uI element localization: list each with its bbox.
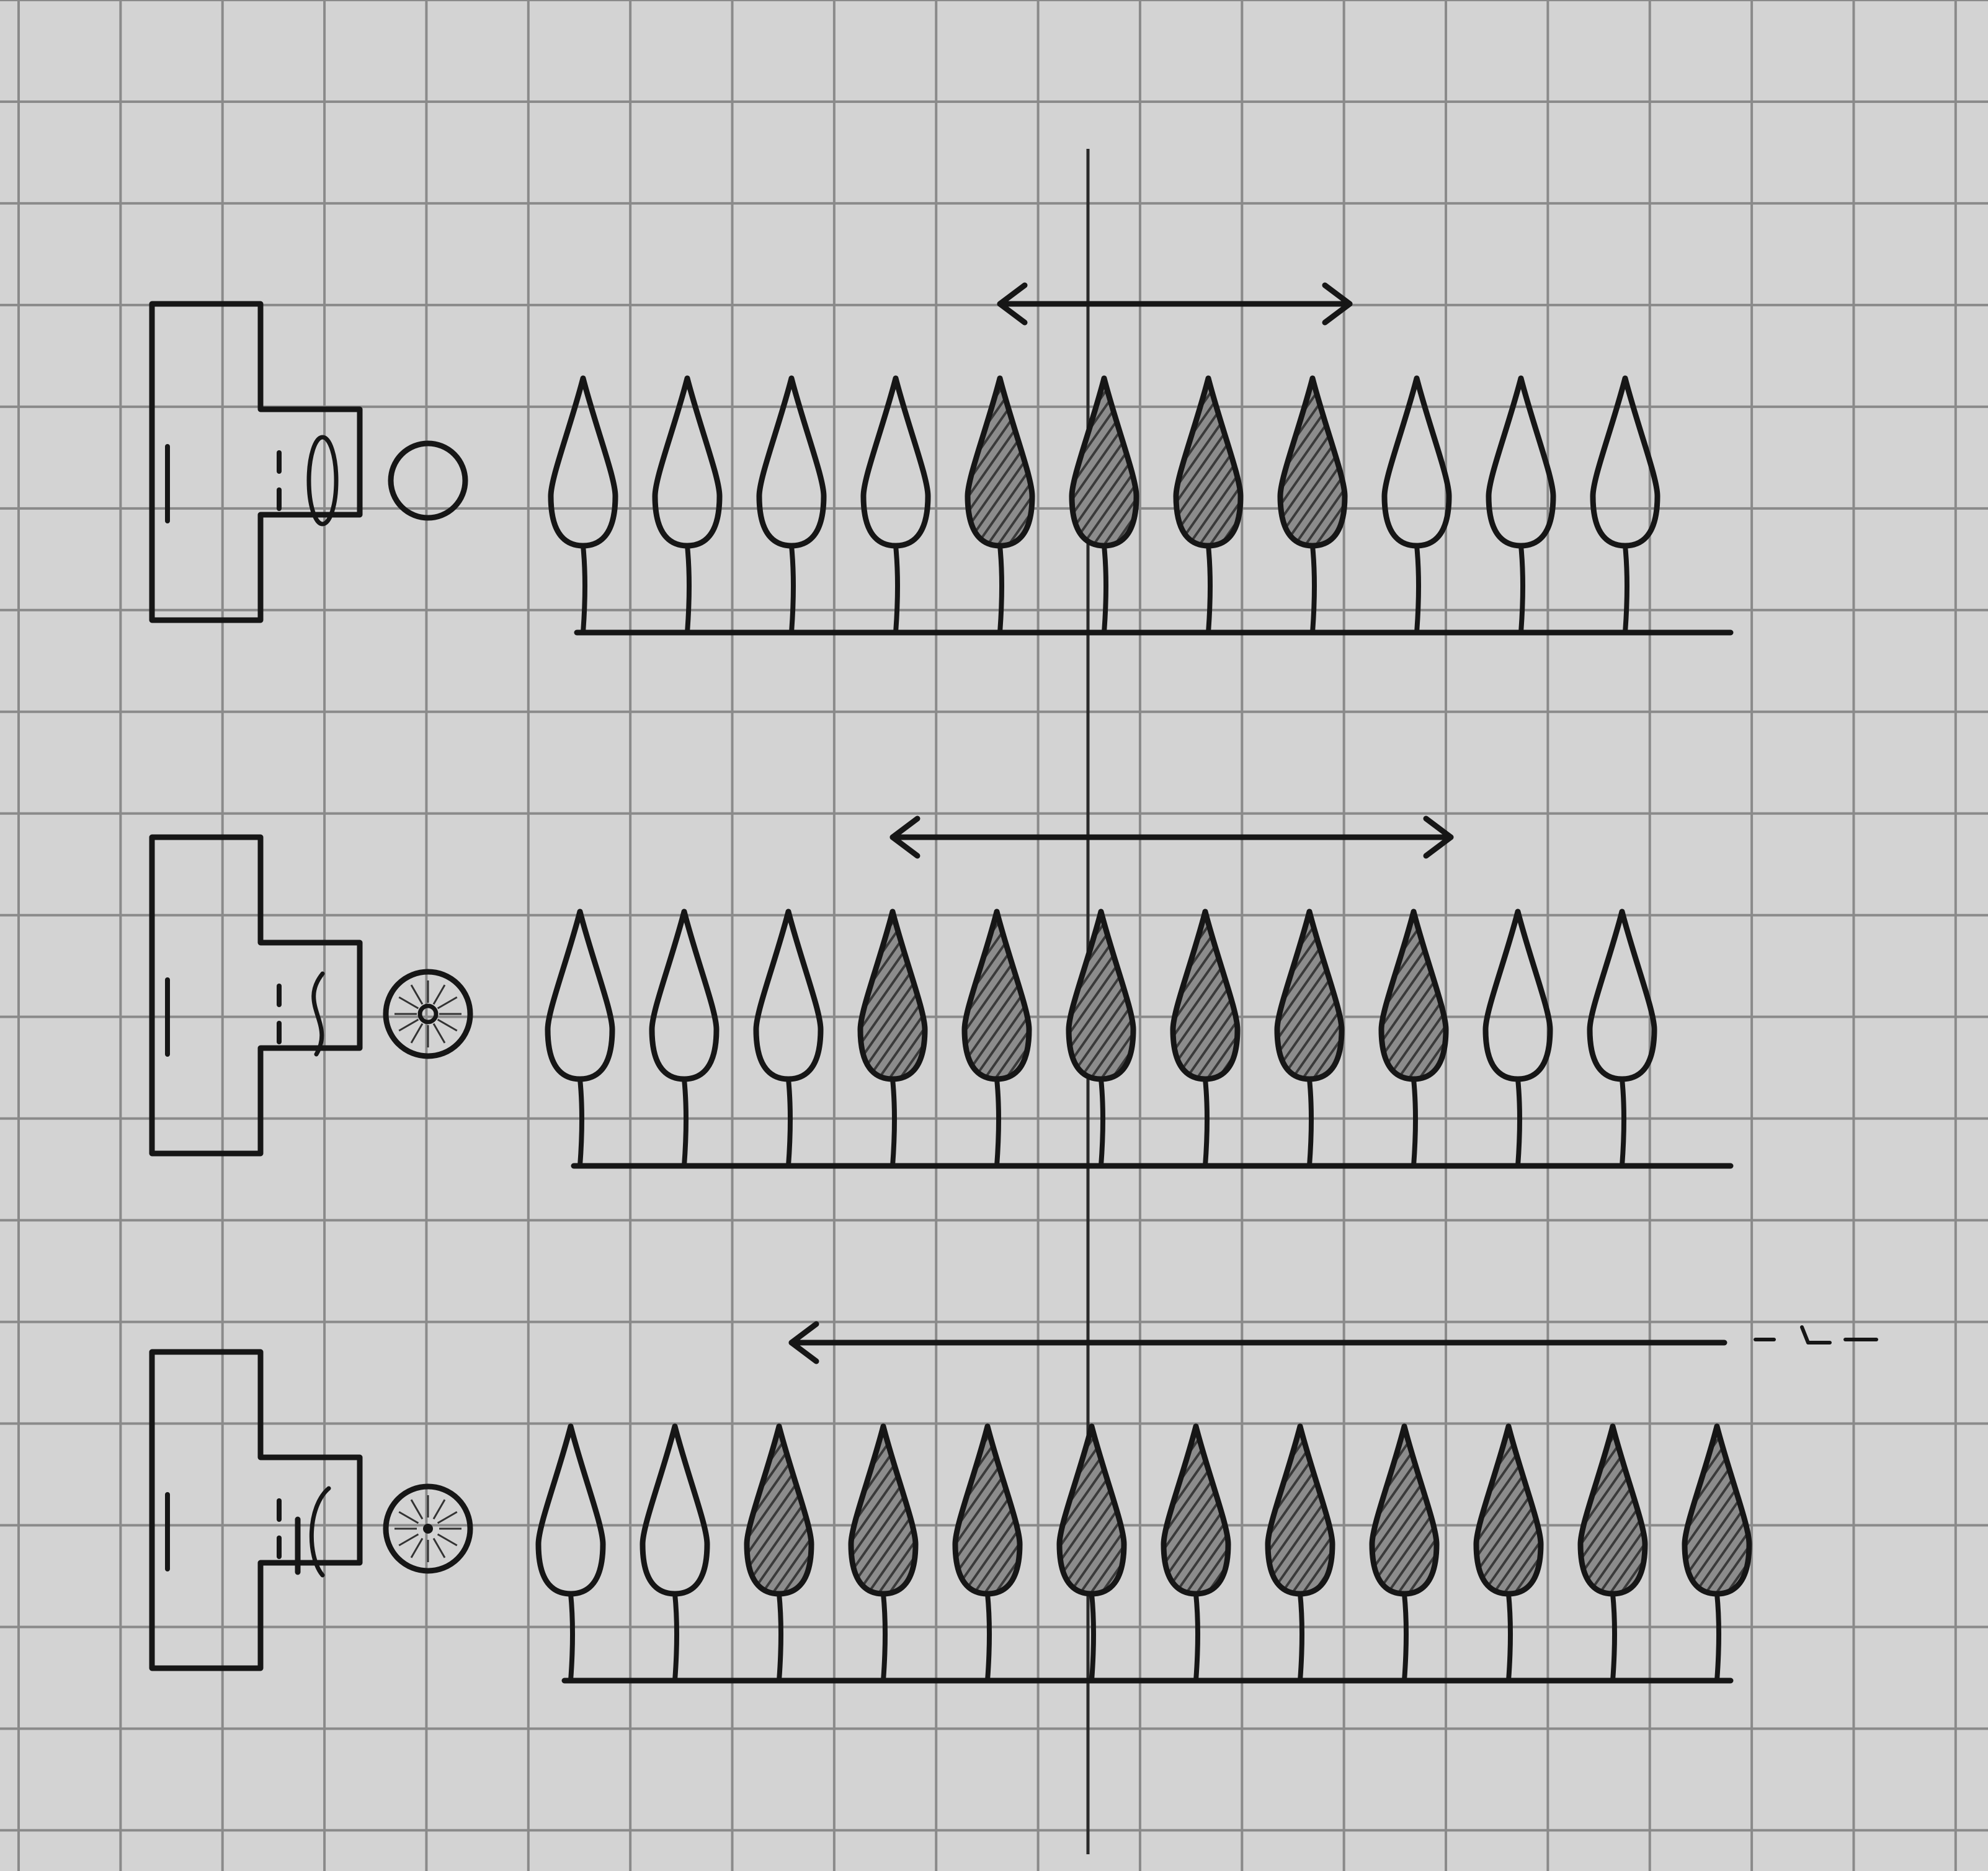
leaf-stem [997, 1079, 999, 1166]
leaf-stem [883, 1594, 885, 1681]
leaf-stem [571, 1594, 573, 1681]
leaf-stem [1300, 1594, 1302, 1681]
leaf-stem [1417, 546, 1419, 633]
leaf-stem [896, 546, 898, 633]
leaf-stem [1092, 1594, 1094, 1681]
leaf-stem [1404, 1594, 1406, 1681]
leaf-stem [675, 1594, 677, 1681]
leaf-stem [1622, 1079, 1624, 1166]
leaf-stem [779, 1594, 781, 1681]
leaf-stem [1196, 1594, 1198, 1681]
leaf-stem [1309, 1079, 1311, 1166]
leaf-stem [1509, 1594, 1510, 1681]
leaf-stem [1625, 546, 1627, 633]
leaf-stem [1313, 546, 1314, 633]
leaf-stem [583, 546, 585, 633]
leaf-stem [1000, 546, 1002, 633]
leaf-stem [893, 1079, 894, 1166]
leaf-stem [788, 1079, 790, 1166]
leaf-stem [687, 546, 689, 633]
leaf-stem [987, 1594, 989, 1681]
leaf-stem [1414, 1079, 1415, 1166]
leaf-stem [791, 546, 793, 633]
leaf-stem [1208, 546, 1210, 633]
leaf-stem [1521, 546, 1523, 633]
leaf-stem [684, 1079, 686, 1166]
leaf-stem [1613, 1594, 1615, 1681]
leaf-stem [1101, 1079, 1103, 1166]
leaf-stem [1205, 1079, 1207, 1166]
leaf-stem [1104, 546, 1106, 633]
leaf-stem [1717, 1594, 1719, 1681]
leaf-stem [580, 1079, 582, 1166]
disc-hub [423, 1524, 433, 1534]
leaf-stem [1518, 1079, 1520, 1166]
